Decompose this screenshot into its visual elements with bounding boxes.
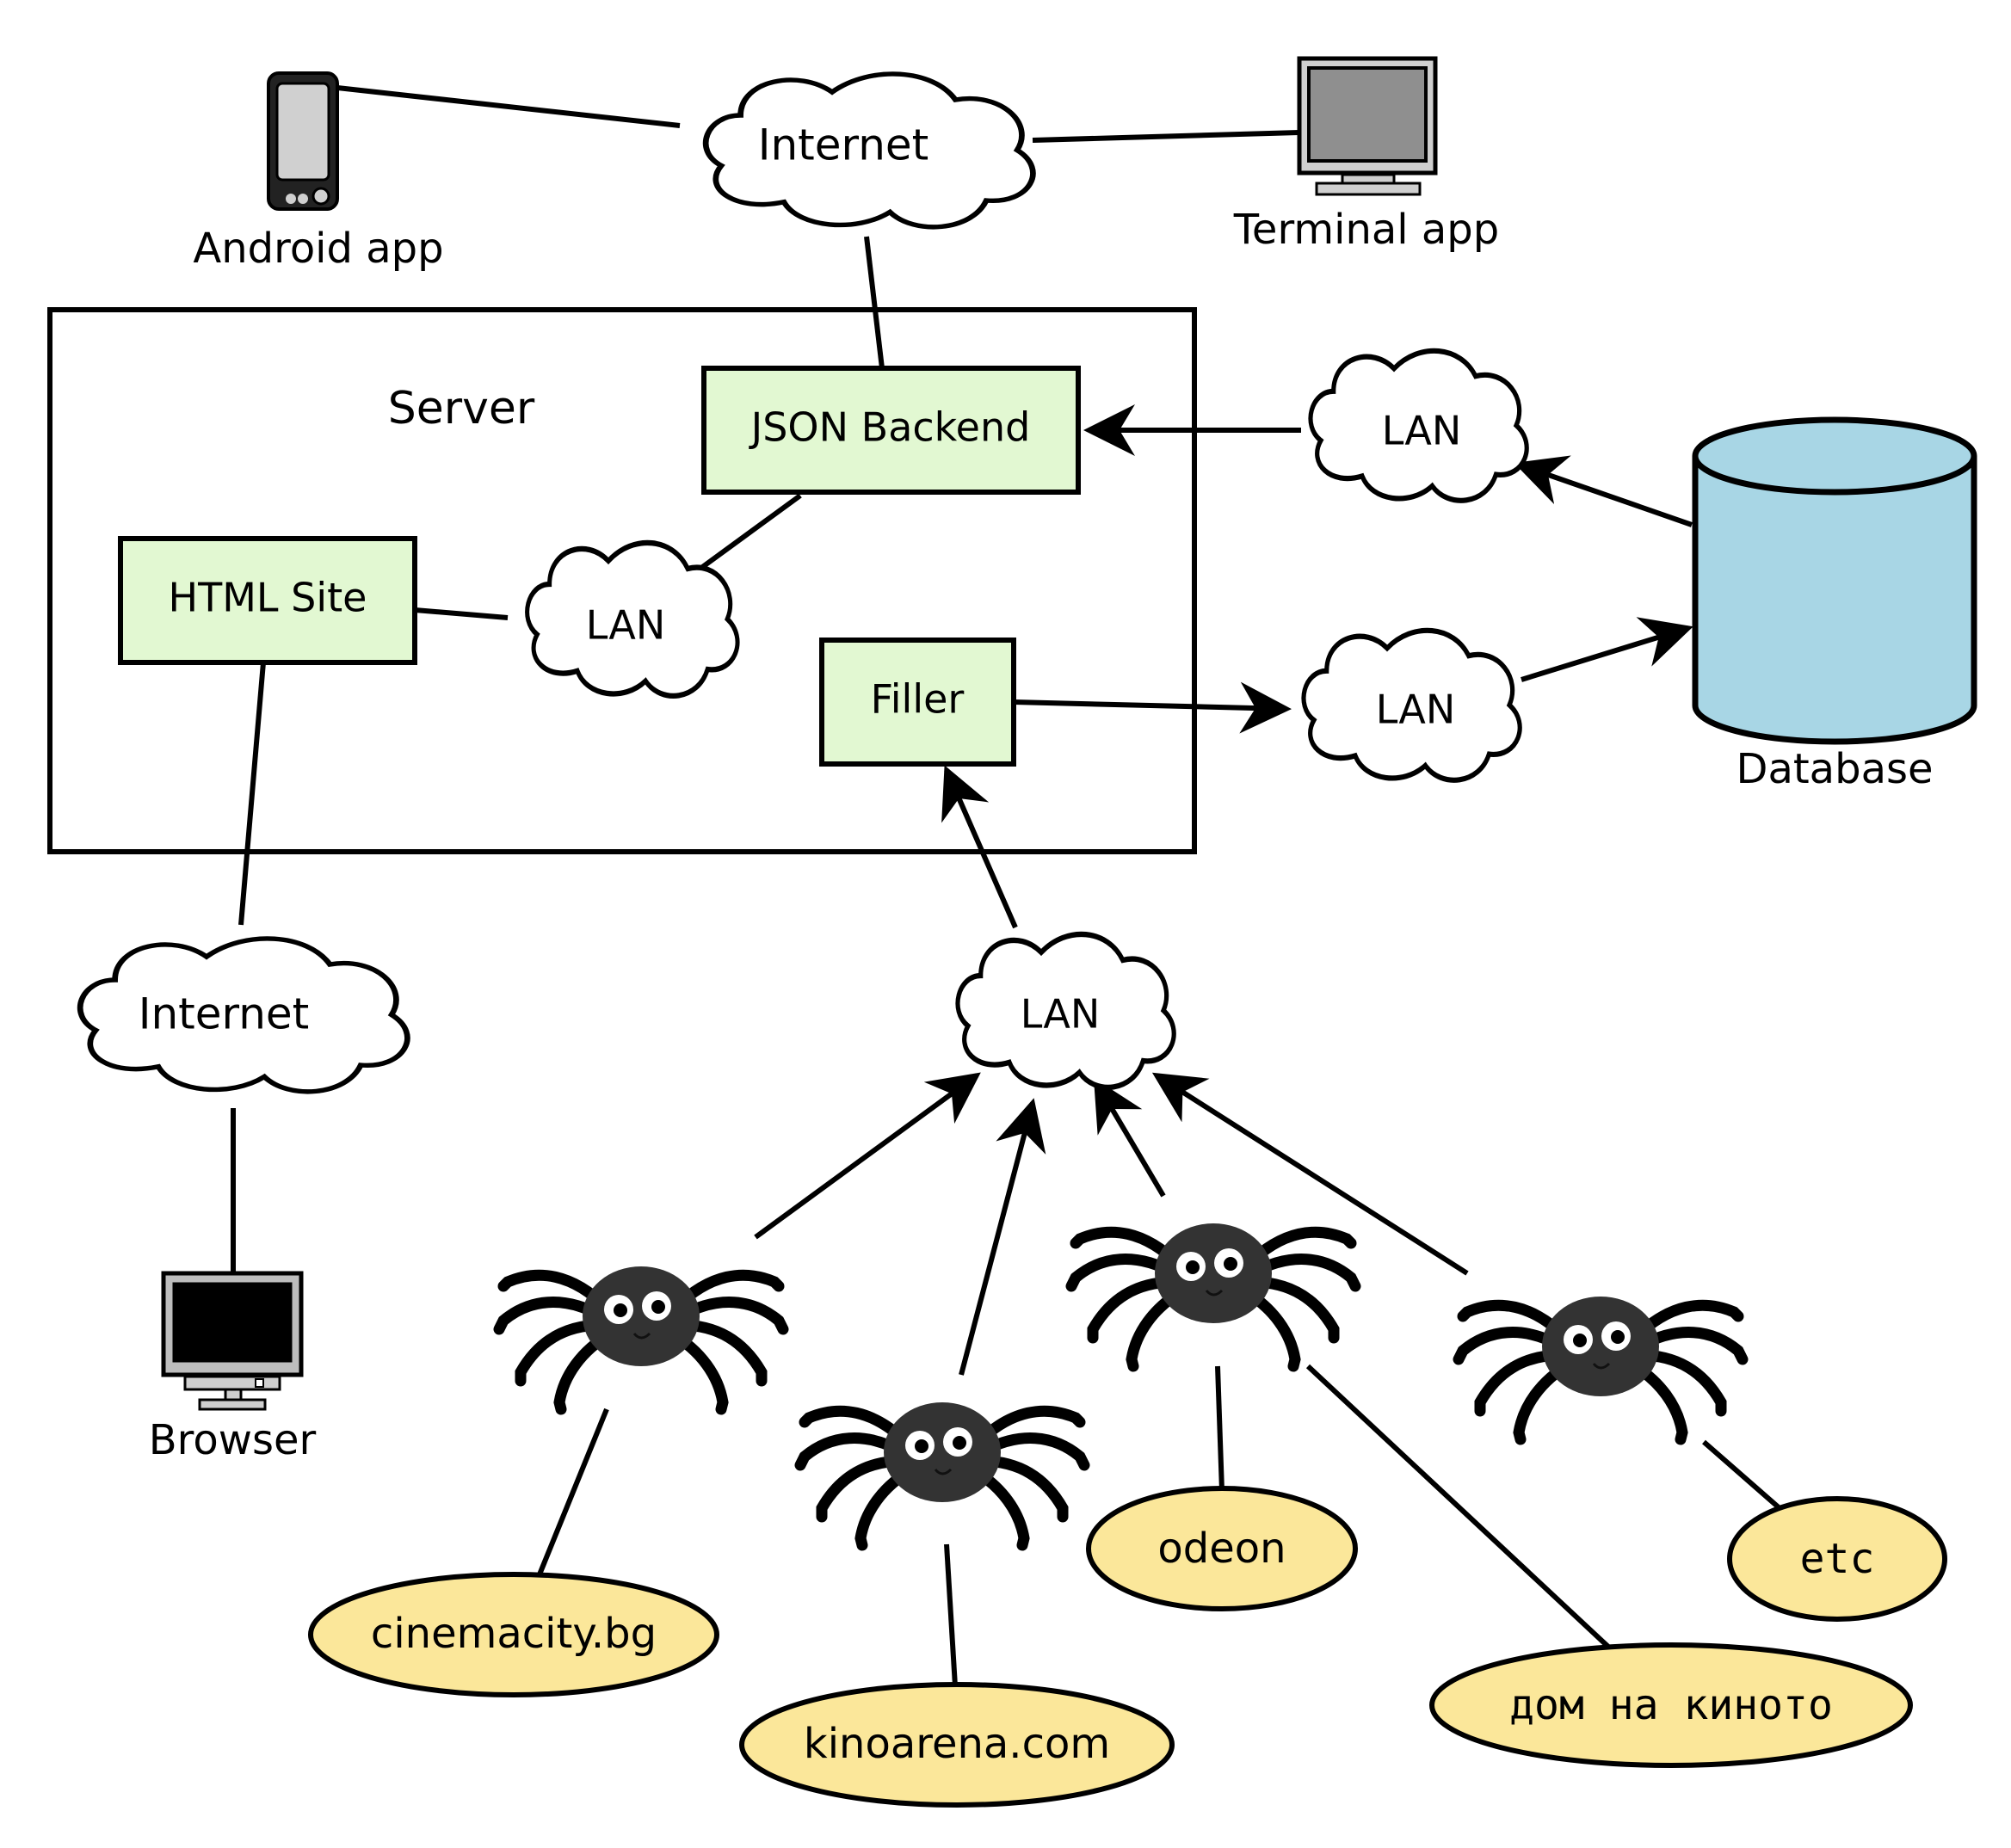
link-filler-lan [1013,681,1292,734]
link-site4-spider3 [1305,1364,1612,1650]
site-etc[interactable]: etc [1727,1496,1947,1622]
site-cinemacity-label: cinemacity.bg [371,1610,657,1658]
html-site-box[interactable] [118,536,417,665]
link-jsonbackend-lan [700,493,802,570]
server-title: Server [388,383,535,434]
filler-box[interactable] [819,638,1016,767]
html-site-label: HTML Site [169,575,367,621]
site-cinemacity[interactable]: cinemacity.bg [308,1572,719,1697]
link-site3-spider3 [1215,1365,1224,1492]
site-etc-label: etc [1800,1535,1875,1583]
filler-label: Filler [871,676,965,723]
cloud-lan-spiders-label: LAN [1021,991,1101,1038]
site-dom-na-kinoto-label: дом на киното [1509,1681,1833,1729]
link-site1-spider1 [537,1408,609,1576]
site-kinoarena[interactable]: kinoarena.com [739,1682,1175,1808]
spider-icon [1453,1297,1749,1445]
site-dom-na-kinoto[interactable]: дом на киното [1429,1642,1913,1768]
cloud-lan-server-label: LAN [586,602,666,649]
database-label: Database [1736,745,1933,793]
server-boundary [47,307,1197,854]
site-kinoarena-label: kinoarena.com [804,1720,1110,1768]
database-icon [1692,416,1977,745]
android-app-label: Android app [193,225,443,273]
connections [231,85,1781,1687]
link-spider1-lan [754,1072,981,1240]
cloud-lan-backend-label: LAN [1382,408,1462,454]
site-odeon[interactable]: odeon [1086,1486,1358,1611]
link-database-lan [1514,455,1693,527]
cloud-internet-top-label: Internet [758,120,929,170]
json-backend-label: JSON Backend [749,404,1031,451]
link-android-internet [336,85,681,128]
cloud-internet-bottom-label: Internet [139,989,310,1039]
link-lan-database [1521,617,1693,682]
link-internet-terminal [1032,130,1300,143]
browser-label: Browser [149,1416,317,1464]
spiders [493,1223,1749,1551]
link-site2-spider2 [944,1543,958,1687]
spider-icon [493,1266,789,1415]
link-internet-jsonbackend [864,236,885,369]
spider-icon [1065,1223,1361,1372]
link-spider3-lan [1093,1077,1166,1198]
spider-icon [794,1402,1090,1551]
link-htmlsite-internet [238,662,266,926]
mobile-phone-icon [267,71,339,211]
link-site5-spider4 [1702,1439,1781,1511]
terminal-app-label: Terminal app [1233,206,1499,254]
link-htmlsite-lan [414,607,509,620]
link-lan-filler [941,765,1018,929]
link-spider2-lan [959,1098,1046,1376]
monitor-icon [161,1271,304,1411]
link-spider4-lan [1151,1072,1469,1276]
monitor-icon [1297,56,1438,196]
cloud-lan-filler-label: LAN [1376,687,1456,733]
site-odeon-label: odeon [1157,1525,1286,1573]
json-backend-box[interactable] [701,366,1081,495]
